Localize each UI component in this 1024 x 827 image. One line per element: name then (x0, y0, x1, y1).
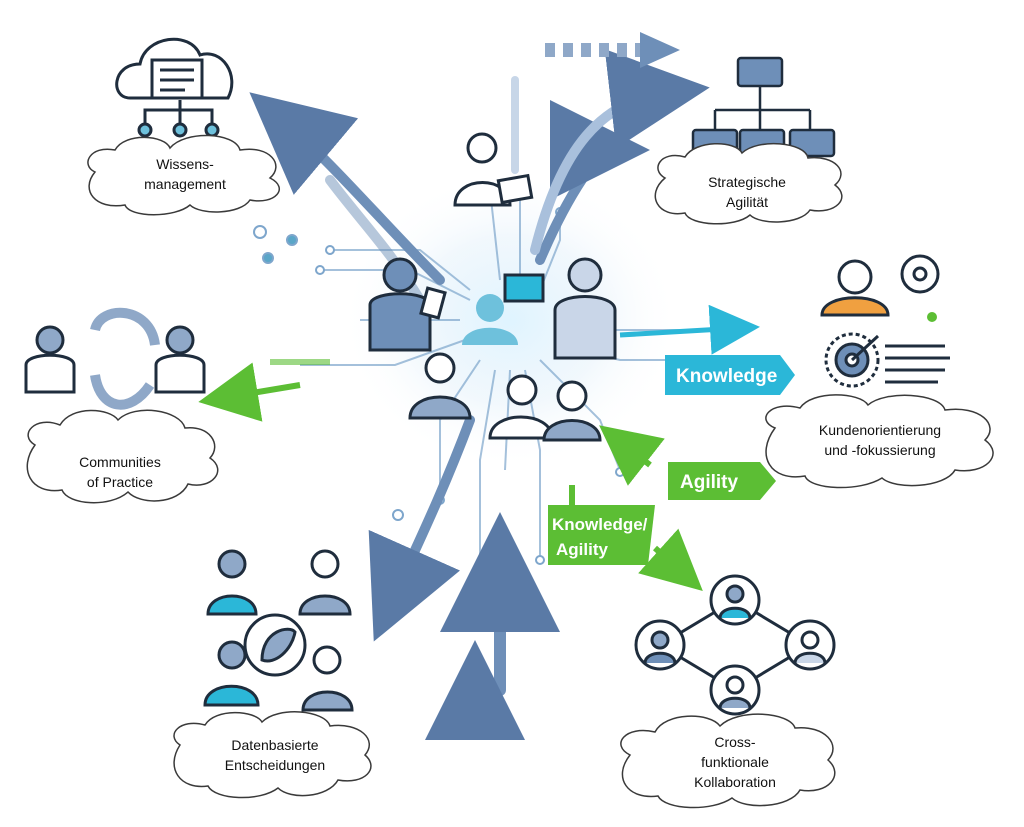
cloud-shape-datenbasiert (173, 711, 372, 799)
man-pointing-icon (503, 257, 617, 360)
cloud-label-communities: Communities of Practice (45, 452, 195, 492)
customer-gear-icon (820, 254, 940, 322)
person-woman-icon (408, 352, 472, 420)
org-chart-icon (691, 56, 836, 158)
knowledge-tag: Knowledge (665, 355, 795, 395)
team-leaf-icon (203, 549, 354, 712)
cloud-label-kundenorientierung: Kundenorientierung und -fokussierung (790, 420, 970, 460)
cloud-server-icon (115, 37, 234, 138)
kollaboration-line: Cross- funktionale Kollaboration (694, 734, 776, 790)
cloud-label-kollaboration: Cross- funktionale Kollaboration (655, 732, 815, 792)
green-arrows (198, 359, 703, 592)
cloud-label-wissensmanagement: Wissens- management (105, 154, 265, 194)
person-short-hair-icon (542, 380, 602, 442)
clouds (26, 134, 994, 809)
cloud-shape-strategische (654, 142, 843, 225)
person-tablet-icon (453, 132, 534, 207)
cloud-label-strategische-agilitaet: Strategische Agilität (672, 172, 822, 212)
strategische-line: Strategische Agilität (708, 174, 786, 210)
dashed-top-arrow (545, 32, 680, 68)
datenbasiert-line: Datenbasierte Entscheidungen (224, 737, 326, 773)
cloud-shape-kollaboration (620, 713, 836, 809)
target-icon (824, 332, 950, 388)
network-people-icon (634, 574, 836, 716)
kunden-line: Kundenorientierung und -fokussierung (818, 422, 942, 458)
knowledge-agility-line2: Agility (556, 540, 608, 559)
recycle-people-icon (24, 307, 206, 410)
agility-tag-text: Agility (680, 472, 738, 493)
businessman-icon (368, 257, 447, 352)
center-people (368, 132, 617, 442)
cyan-arrow (619, 304, 760, 355)
cloud-shape-communities (26, 409, 219, 504)
wissens-line: Wissens- management (144, 156, 226, 192)
knowledge-agility-line1: Knowledge/ (552, 515, 648, 534)
knowledge-tag-text: Knowledge (676, 366, 777, 387)
knowledge-agility-tag: Knowledge/ Agility (548, 505, 655, 565)
cloud-label-datenbasiert: Datenbasierte Entscheidungen (195, 735, 355, 775)
flow-arrows (249, 49, 710, 740)
communities-line: Communities of Practice (79, 454, 161, 490)
cloud-shape-kundenorientierung (765, 394, 994, 489)
cloud-shape-wissensmanagement (87, 134, 280, 216)
center-glow (340, 170, 680, 470)
agility-tag: Agility (668, 462, 776, 500)
center-avatar-icon (462, 294, 518, 345)
